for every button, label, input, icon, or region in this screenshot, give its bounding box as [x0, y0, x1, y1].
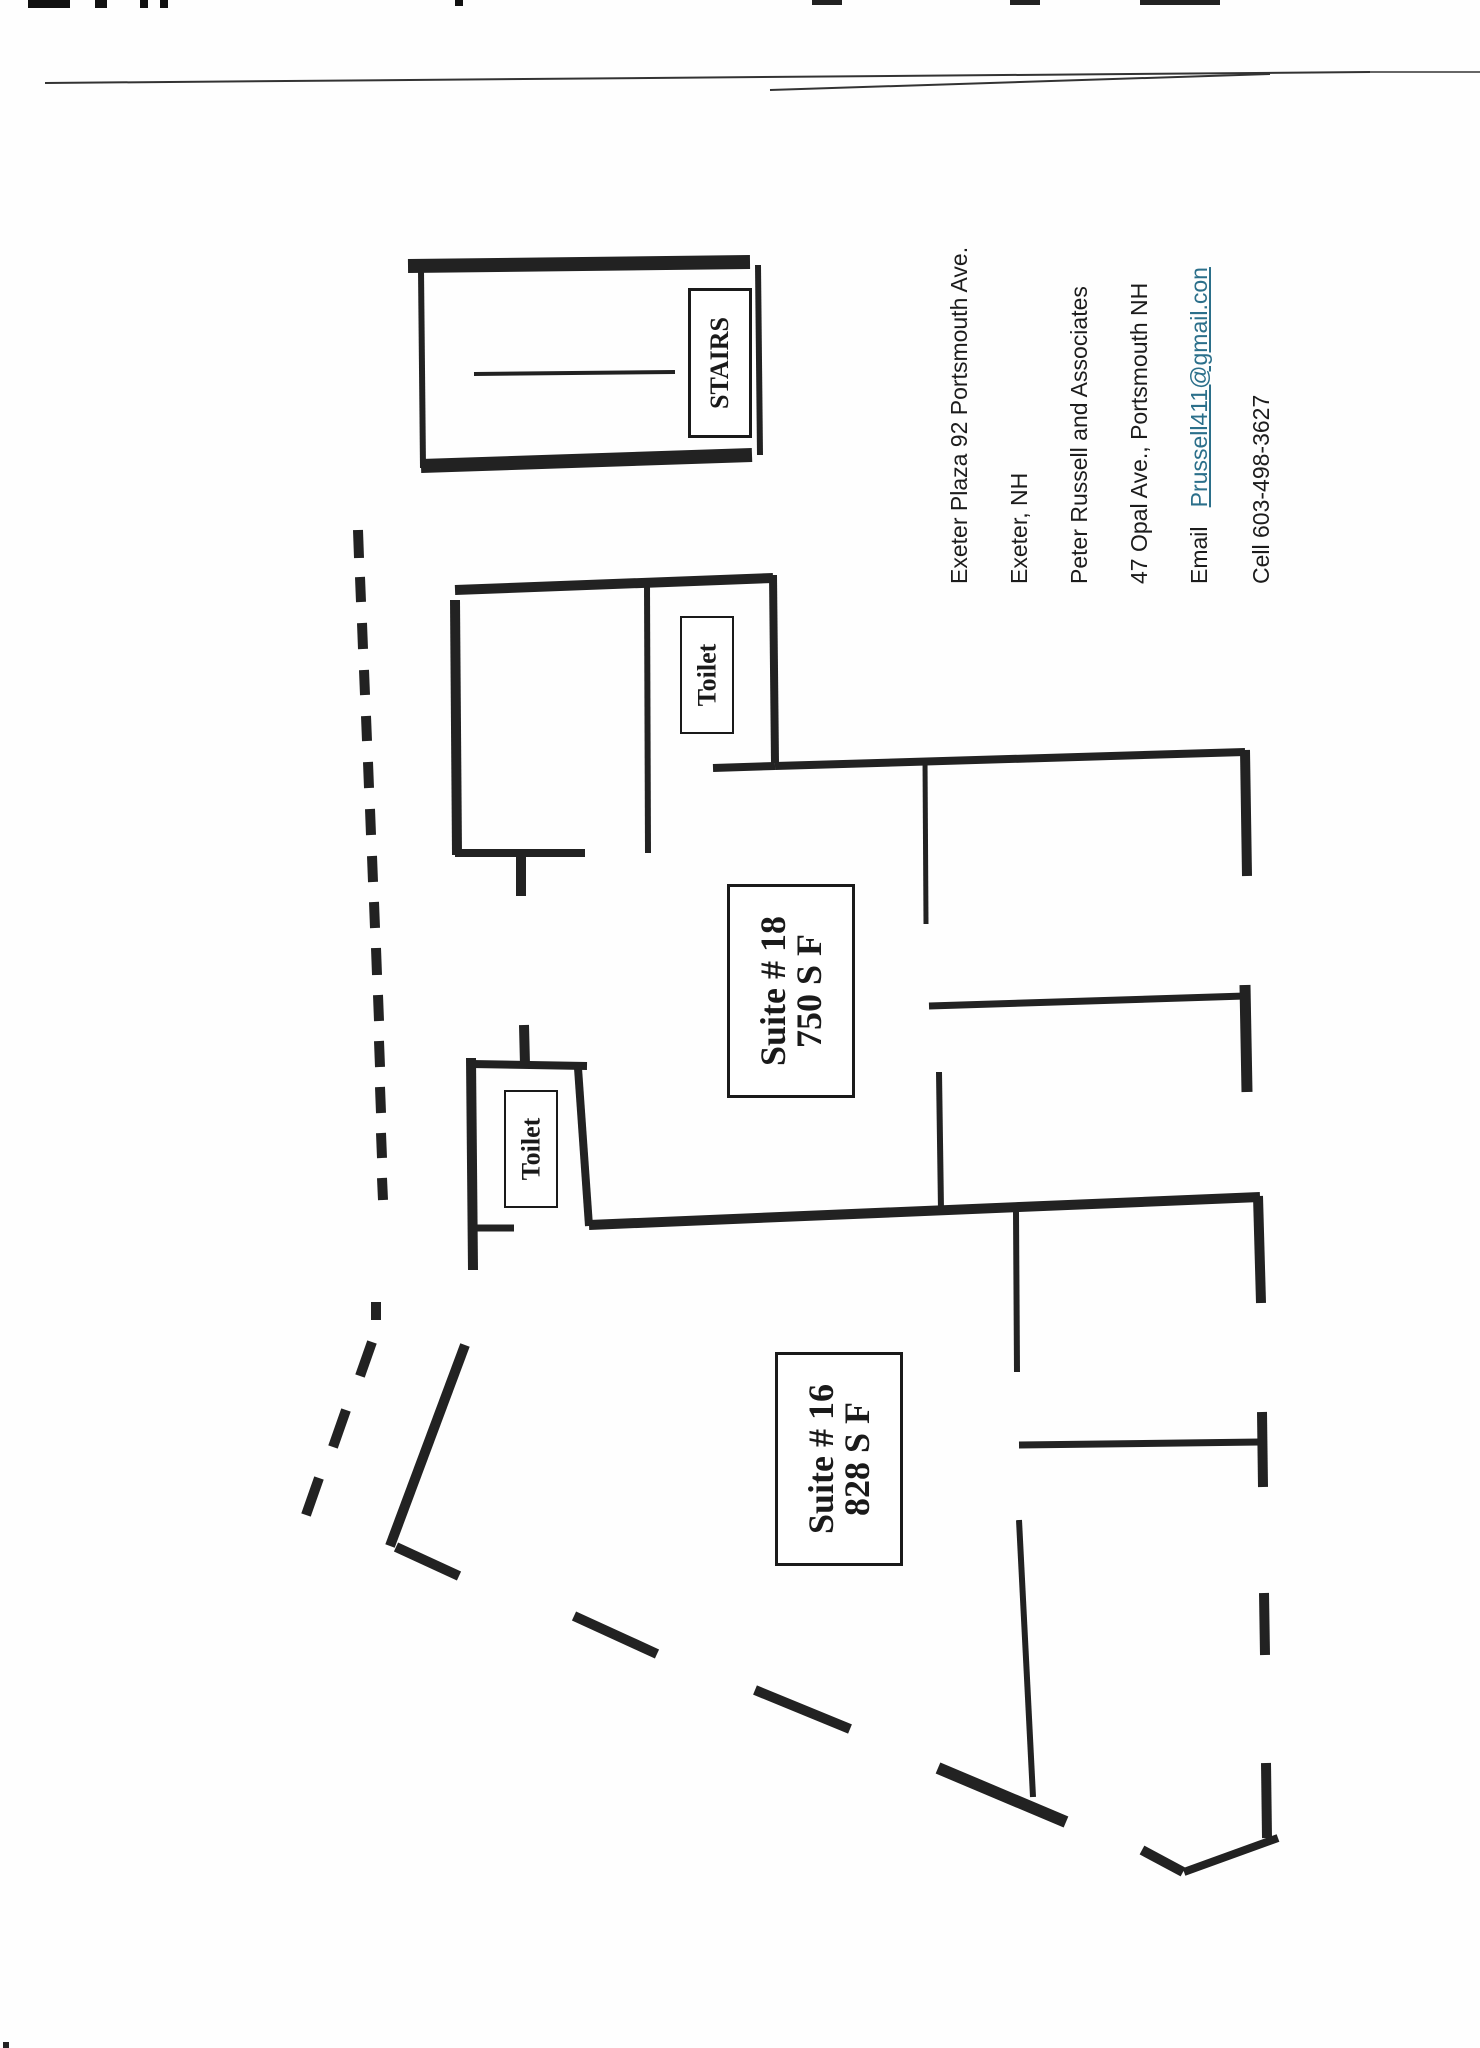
- toilet-upper-label: Toilet: [692, 643, 722, 707]
- scan-artifacts-top: [28, 0, 1480, 91]
- contact-email-line: Email Prussell411@gmail.con: [1186, 267, 1213, 584]
- suite-16-label: Suite # 16 828 S F: [801, 1383, 878, 1535]
- toilet-lower-label: Toilet: [516, 1117, 546, 1181]
- contact-address-line: Exeter Plaza 92 Portsmouth Ave.: [946, 246, 972, 584]
- suite-16-walls: [385, 1211, 1280, 1877]
- lower-toilet-walls: [466, 1024, 1266, 1304]
- contact-city-line: Exeter, NH: [1006, 472, 1032, 584]
- exterior-dashed-wall: [301, 529, 388, 1517]
- suite-18-label: Suite # 18 750 S F: [753, 915, 830, 1067]
- scan-corner-mark: [3, 2042, 9, 2048]
- toilet-lower-box: Toilet: [504, 1090, 558, 1208]
- stairs-label: STAIRS: [705, 316, 735, 410]
- contact-office-address-line: 47 Opal Ave., Portsmouth NH: [1126, 282, 1152, 584]
- suite-16-title: Suite # 16: [801, 1383, 842, 1535]
- suite-16-box: Suite # 16 828 S F: [775, 1352, 903, 1566]
- email-label: Email: [1186, 526, 1212, 584]
- suite-18-box: Suite # 18 750 S F: [727, 884, 855, 1098]
- contact-phone-line: Cell 603-498-3627: [1248, 394, 1274, 584]
- contact-company-line: Peter Russell and Associates: [1066, 286, 1092, 584]
- toilet-upper-box: Toilet: [680, 616, 734, 734]
- upper-core-walls: [450, 573, 1253, 1211]
- email-link[interactable]: Prussell411@gmail.con: [1186, 267, 1212, 508]
- suite-18-area: 750 S F: [789, 933, 830, 1049]
- suite-16-area: 828 S F: [837, 1401, 878, 1517]
- stairs-label-box: STAIRS: [688, 288, 752, 438]
- stairs-walls: [407, 255, 763, 473]
- suite-18-title: Suite # 18: [753, 915, 794, 1067]
